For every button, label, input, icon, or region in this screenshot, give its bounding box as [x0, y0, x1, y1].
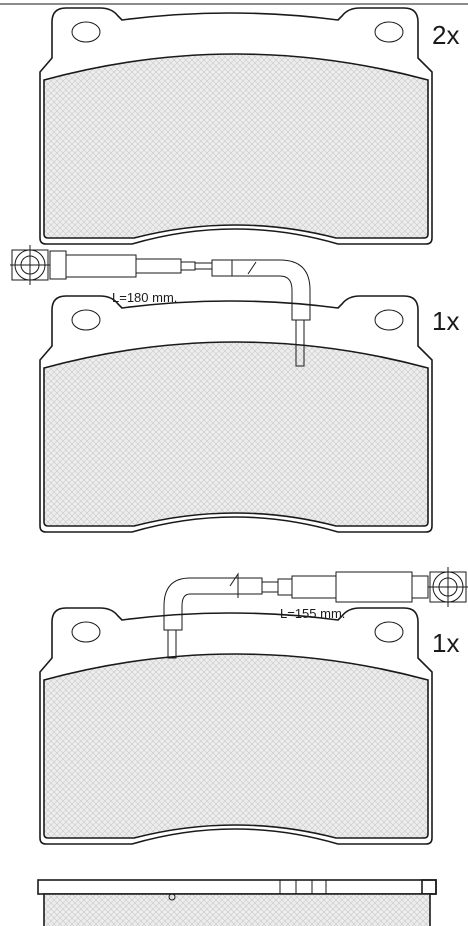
- brake-pad-side-view: [37, 879, 437, 926]
- sensor-length-180: L=180 mm.: [112, 290, 177, 305]
- pad-2-quantity: 1x: [432, 306, 459, 336]
- pad-1-quantity: 2x: [432, 20, 459, 50]
- sensor-connector-icon: [277, 567, 468, 607]
- pad-3-quantity: 1x: [432, 628, 459, 658]
- brake-pad-1: 2x: [39, 7, 459, 245]
- sensor-connector-icon: [10, 245, 196, 285]
- brake-pad-3: 1x: [39, 607, 459, 845]
- sensor-length-155: L=155 mm.: [280, 606, 345, 621]
- brake-pad-2: 1x: [39, 295, 459, 533]
- wear-sensor-180: L=180 mm.: [10, 245, 311, 367]
- wear-sensor-155: L=155 mm.: [163, 567, 468, 659]
